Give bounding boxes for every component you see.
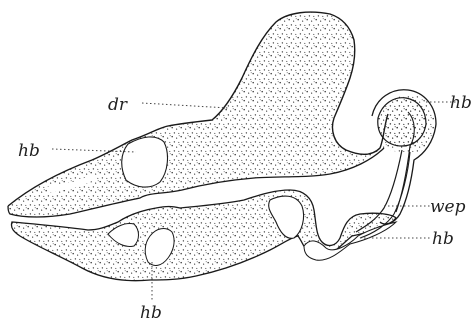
label-hb-left: hb (18, 141, 40, 161)
label-hb-top-right: hb (450, 93, 472, 113)
leader-dr (142, 103, 228, 108)
label-dr: dr (108, 95, 128, 115)
label-hb-right-lower: hb (432, 229, 454, 249)
label-wep: wep (430, 197, 466, 217)
hook-bulb (378, 98, 426, 146)
label-hb-bottom: hb (140, 303, 162, 323)
upper-clear-zone (122, 137, 168, 187)
